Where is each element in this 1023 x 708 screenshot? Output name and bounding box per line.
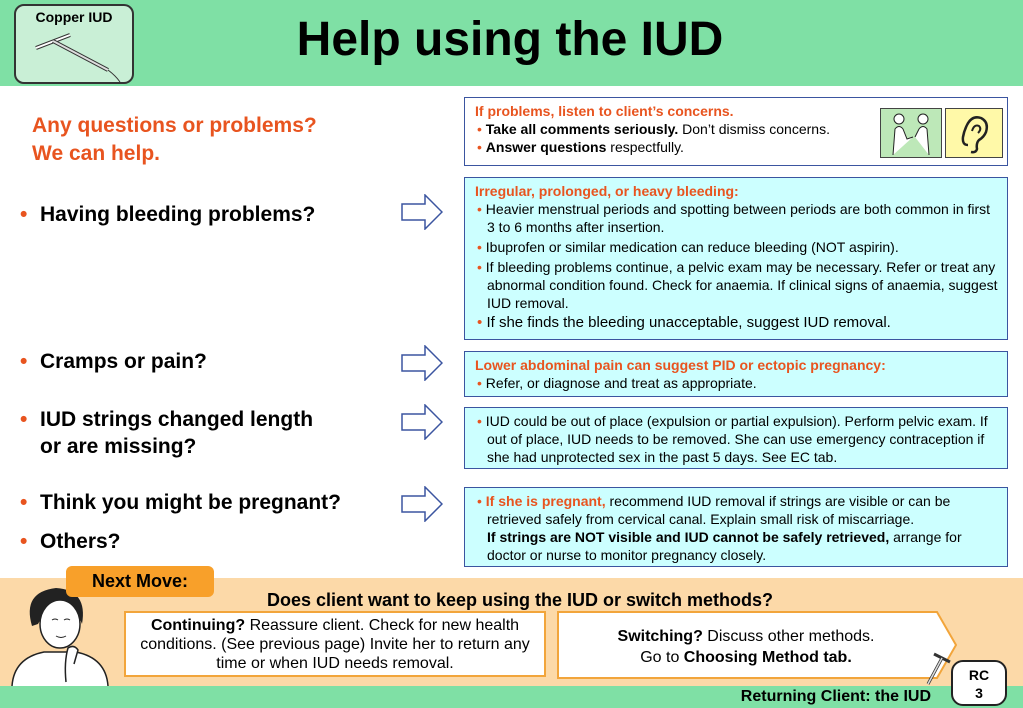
right-arrow-icon (401, 194, 443, 230)
question-text: Think you might be pregnant? (40, 491, 341, 514)
next-move-label: Next Move: (66, 566, 214, 597)
switching-line2-strong: Choosing Method tab. (683, 649, 852, 666)
ear-listen-icon (945, 108, 1003, 158)
switching-text: Switching? Discuss other methods. Go to … (566, 626, 926, 668)
pregnant-second: If strings are NOT visible and IUD canno… (475, 528, 999, 564)
iud-device-icon (35, 33, 121, 82)
question-pregnant: • Think you might be pregnant? (20, 489, 341, 516)
bleeding-item: • If she finds the bleeding unacceptable… (475, 314, 999, 332)
bullet: • (477, 259, 482, 275)
intro-line-1: Any questions or problems? (32, 114, 317, 137)
question-text: Having bleeding problems? (40, 203, 316, 226)
concerns-heading: If problems, listen to client’s concerns… (475, 103, 734, 119)
pain-item: • Refer, or diagnose and treat as approp… (475, 374, 999, 392)
bullet: • (477, 201, 482, 217)
right-arrow-icon (401, 404, 443, 440)
bleeding-item-text: If bleeding problems continue, a pelvic … (485, 259, 998, 311)
concerns-item-strong: Answer questions (485, 139, 607, 155)
question-bleeding: • Having bleeding problems? (20, 201, 315, 228)
right-arrow-icon (401, 345, 443, 381)
decision-question: Does client want to keep using the IUD o… (266, 590, 774, 610)
bullet: • (477, 493, 482, 509)
bullet: • (477, 375, 482, 391)
copper-iud-logo: Copper IUD (14, 4, 134, 84)
badge-line-2: 3 (975, 685, 983, 701)
bleeding-item-text: Heavier menstrual periods and spotting b… (485, 201, 991, 235)
switching-line2-prefix: Go to (640, 649, 684, 666)
logo-title: Copper IUD (35, 9, 113, 25)
bleeding-heading: Irregular, prolonged, or heavy bleeding: (475, 183, 739, 199)
concerns-item: • Take all comments seriously. Don’t dis… (475, 120, 880, 138)
bullet: • (477, 139, 482, 155)
switching-line-1: Switching? Discuss other methods. (566, 626, 926, 647)
iud-small-icon (926, 652, 951, 685)
question-text-line-2: or are missing? (40, 435, 197, 458)
section-badge: RC 3 (951, 660, 1007, 706)
continuing-rest: Reassure client. Check for new health co… (140, 617, 530, 672)
pain-box: Lower abdominal pain can suggest PID or … (464, 351, 1008, 397)
question-strings: • IUD strings changed length or are missi… (20, 406, 313, 460)
bleeding-item: • Ibuprofen or similar medication can re… (475, 238, 999, 256)
pregnant-item: • If she is pregnant, recommend IUD remo… (475, 492, 999, 528)
footer-band: Returning Client: the IUD (0, 686, 1023, 708)
question-others: • Others? (20, 528, 121, 555)
concerns-box: If problems, listen to client’s concerns… (464, 97, 1008, 166)
switching-rest: Discuss other methods. (702, 628, 875, 645)
bleeding-item-text: Ibuprofen or similar medication can redu… (485, 239, 899, 255)
strings-item: • IUD could be out of place (expulsion o… (475, 412, 999, 466)
pregnant-second-rest: arrange for doctor or nurse to monitor p… (487, 529, 962, 563)
pregnant-second-strong: If strings are NOT visible and IUD canno… (487, 529, 890, 545)
pregnant-box: • If she is pregnant, recommend IUD remo… (464, 487, 1008, 567)
switching-strong: Switching? (617, 628, 703, 645)
bullet: • (477, 413, 482, 429)
counseling-people-icon (880, 108, 942, 158)
bullet: • (20, 203, 28, 226)
pregnant-lead-rest: recommend IUD removal if strings are vis… (487, 493, 951, 527)
strings-item-text: IUD could be out of place (expulsion or … (485, 413, 988, 465)
woman-thinking-icon (11, 588, 109, 686)
pain-heading: Lower abdominal pain can suggest PID or … (475, 357, 886, 373)
bleeding-item-text: If she finds the bleeding unacceptable, … (486, 314, 891, 331)
question-text: Others? (40, 530, 121, 553)
right-arrow-icon (401, 486, 443, 522)
bullet: • (477, 121, 482, 137)
question-text: Cramps or pain? (40, 350, 207, 373)
intro-line-2: We can help. (32, 142, 160, 165)
concerns-item: • Answer questions respectfully. (475, 138, 880, 156)
pain-item-text: Refer, or diagnose and treat as appropri… (485, 375, 757, 391)
page-title: Help using the IUD (296, 13, 724, 66)
bullet: • (20, 408, 28, 431)
concerns-item-rest: respectfully. (606, 139, 684, 155)
strings-box: • IUD could be out of place (expulsion o… (464, 407, 1008, 469)
continuing-box: Continuing? Reassure client. Check for n… (124, 611, 546, 677)
bleeding-box: Irregular, prolonged, or heavy bleeding:… (464, 177, 1008, 340)
question-cramps: • Cramps or pain? (20, 348, 207, 375)
bullet: • (20, 491, 28, 514)
bullet: • (477, 314, 483, 331)
pregnant-lead-strong: If she is pregnant, (485, 493, 606, 509)
bullet: • (20, 530, 28, 553)
bleeding-item: • If bleeding problems continue, a pelvi… (475, 258, 999, 312)
intro-text: Any questions or problems? We can help. (32, 112, 317, 168)
question-text: IUD strings changed length (40, 408, 314, 431)
concerns-item-rest: Don’t dismiss concerns. (678, 121, 830, 137)
bleeding-item: • Heavier menstrual periods and spotting… (475, 200, 999, 236)
switching-line-2: Go to Choosing Method tab. (566, 647, 926, 668)
continuing-strong: Continuing? (150, 617, 246, 634)
bullet: • (477, 239, 482, 255)
concerns-item-strong: Take all comments seriously. (485, 121, 679, 137)
header-band: Copper IUD Help using the IUD (0, 0, 1023, 86)
badge-line-1: RC (968, 667, 990, 683)
footer-text: Returning Client: the IUD (740, 688, 931, 705)
bullet: • (20, 350, 28, 373)
